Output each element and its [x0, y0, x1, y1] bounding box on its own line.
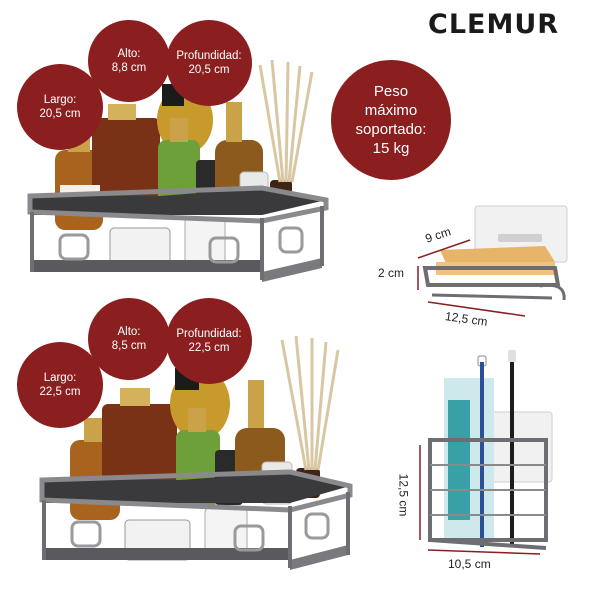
soap-dish-height: 2 cm: [378, 266, 405, 280]
toothbrush-holder-width: 10,5 cm: [448, 557, 491, 571]
height-label: Alto:: [117, 48, 141, 60]
height-label: Alto:: [117, 326, 141, 338]
depth-label: Profundidad:: [176, 328, 242, 340]
toothbrush-holder-dimension-lines: [419, 445, 541, 555]
length-value: 22,5 cm: [39, 386, 81, 398]
max-load-line2: máximo: [364, 102, 418, 119]
max-load-line1: Peso: [373, 83, 409, 100]
height-badge-bottom: Alto: 8,5 cm: [88, 298, 170, 380]
length-badge-bottom: Largo: 22,5 cm: [17, 342, 103, 428]
depth-value: 20,5 cm: [188, 64, 230, 76]
length-label: Largo:: [43, 372, 77, 384]
max-load-line3: soportado:: [355, 121, 427, 138]
bottom-shelf-basket: [39, 469, 353, 570]
height-value: 8,8 cm: [111, 62, 147, 74]
brand-logo: CLEMUR: [428, 9, 560, 40]
height-value: 8,5 cm: [111, 340, 147, 352]
length-badge-top: Largo: 20,5 cm: [17, 64, 103, 150]
depth-badge-top: Profundidad: 20,5 cm: [166, 20, 252, 106]
toothbrush-holder: [428, 350, 553, 550]
max-load-value: 15 kg: [372, 140, 410, 157]
length-label: Largo:: [43, 94, 77, 106]
soap-dish-dimension-lines: [417, 239, 526, 317]
soap-dish: [422, 205, 568, 301]
top-shelf-basket: [27, 185, 329, 282]
max-load-badge: Peso máximo soportado: 15 kg: [331, 60, 451, 180]
toothbrush-holder-height: 12,5 cm: [396, 473, 411, 517]
height-badge-top: Alto: 8,8 cm: [88, 20, 170, 102]
depth-value: 22,5 cm: [188, 342, 230, 354]
length-value: 20,5 cm: [39, 108, 81, 120]
depth-label: Profundidad:: [176, 50, 242, 62]
depth-badge-bottom: Profundidad: 22,5 cm: [166, 298, 252, 384]
